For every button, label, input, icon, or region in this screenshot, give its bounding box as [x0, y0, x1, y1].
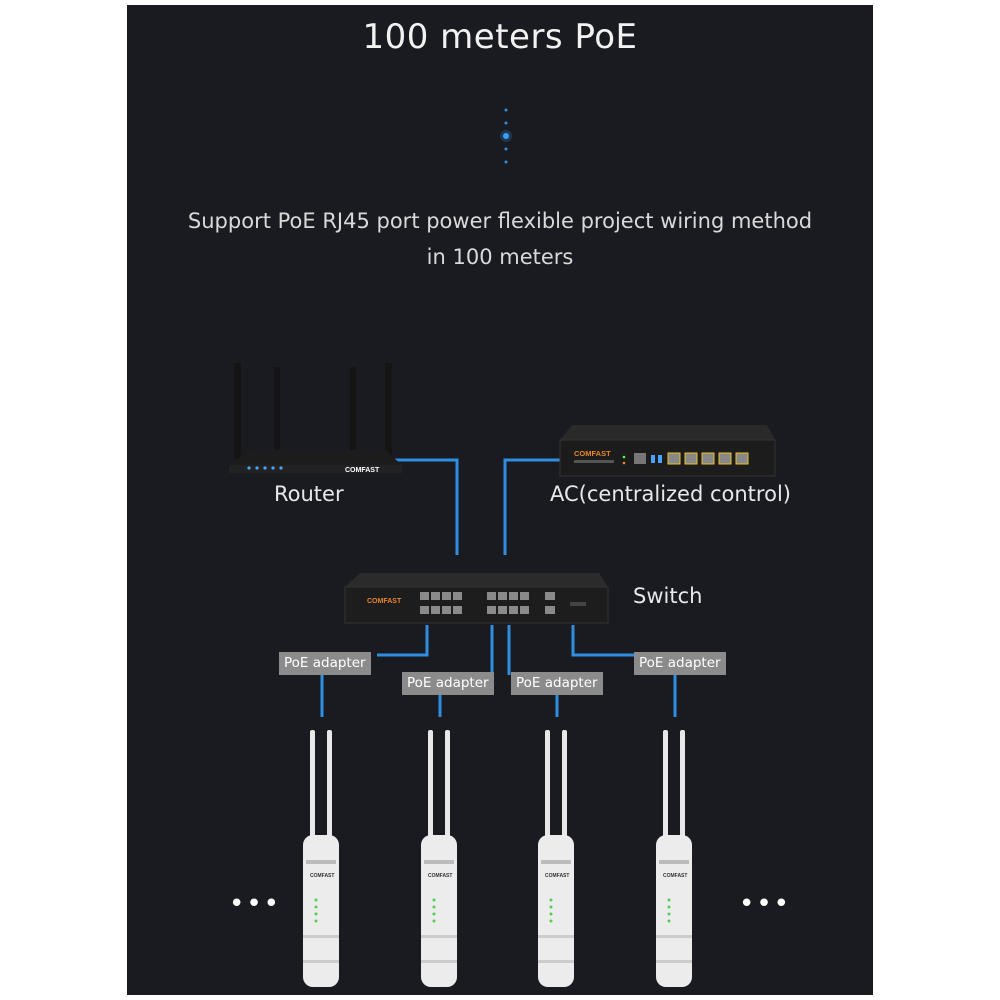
page-title: 100 meters PoE [362, 17, 638, 57]
access-point-icon: COMFAST [303, 730, 339, 987]
uplink-cables [377, 458, 560, 555]
subtitle-line-1: Support PoE RJ45 port power flexible pro… [187, 209, 813, 233]
switch-icon: COMFAST [344, 573, 609, 624]
poe-adapter-label: PoE adapter [511, 672, 603, 695]
infographic-panel: 100 meters PoE Support PoE RJ45 port pow… [127, 5, 873, 995]
ap-brand: COMFAST [310, 873, 334, 879]
scroll-indicator-icon [500, 108, 512, 164]
router-icon: COMFAST [229, 363, 402, 474]
access-point-icon: COMFAST [538, 730, 574, 987]
ac-label: AC(centralized control) [550, 482, 791, 506]
access-point-icon: COMFAST [421, 730, 457, 987]
network-diagram: COMFAST COMFAST COMFAST [229, 363, 776, 987]
downlink-cables [320, 625, 677, 717]
more-devices-indicator-right: ••• [739, 889, 792, 919]
ac-controller-icon: COMFAST [559, 425, 776, 477]
switch-brand: COMFAST [367, 598, 402, 605]
ac-brand: COMFAST [574, 449, 611, 458]
router-brand: COMFAST [345, 467, 380, 474]
poe-adapter-label: PoE adapter [279, 652, 371, 675]
ap-brand: COMFAST [545, 873, 569, 879]
access-point-icon: COMFAST [656, 730, 692, 987]
more-devices-indicator-left: ••• [229, 889, 282, 919]
ap-brand: COMFAST [663, 873, 687, 879]
poe-adapter-label: PoE adapter [402, 672, 494, 695]
switch-label: Switch [633, 584, 703, 608]
subtitle-line-2: in 100 meters [426, 245, 574, 269]
poe-adapter-label: PoE adapter [634, 652, 726, 675]
ap-brand: COMFAST [428, 873, 452, 879]
router-label: Router [274, 482, 344, 506]
